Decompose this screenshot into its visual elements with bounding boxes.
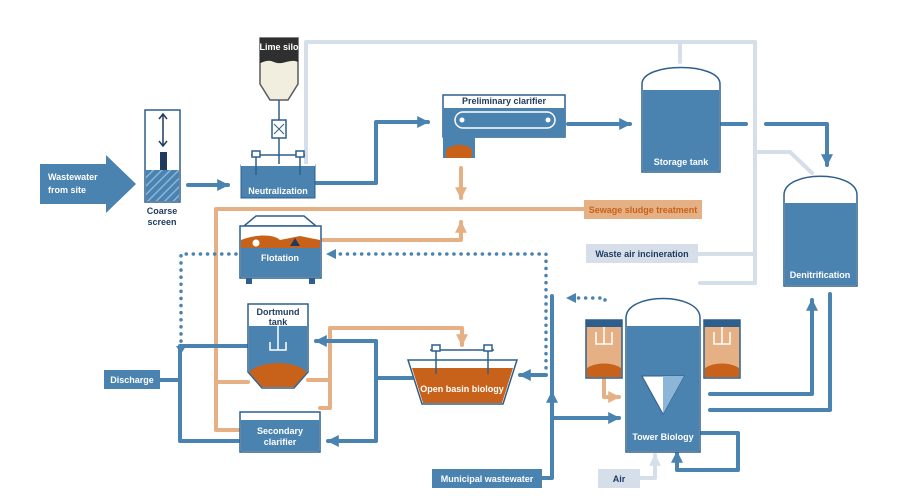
air-lines — [304, 40, 814, 480]
sludge-line-main — [214, 207, 592, 432]
water-line-discharge-up — [178, 344, 250, 382]
neutralization-label: Neutralization — [248, 186, 308, 196]
water-line-tower-to-denitrification-1 — [708, 298, 818, 396]
tower-side-unit-right — [703, 319, 741, 379]
sludge-line-tower-left — [602, 378, 621, 403]
denitrification-label: Denitrification — [790, 270, 851, 280]
denitrification-tank: Denitrification — [783, 175, 858, 287]
dosing-valve-icon — [273, 123, 285, 135]
coarse-screen-label-line1: Coarse — [147, 206, 178, 216]
dortmund-tank: Dortmund tank — [247, 303, 309, 389]
open-basin-biology-label: Open basin biology — [420, 384, 504, 394]
water-line-discharge — [158, 378, 240, 443]
neutralization-tank: Neutralization — [240, 150, 316, 199]
water-line-tower-recirc — [671, 431, 740, 472]
water-line-feed-tower — [550, 294, 621, 424]
dortmund-tank-label-line2: tank — [269, 317, 289, 327]
air-line-denitrification — [753, 150, 814, 175]
water-line-to-denitrification — [764, 122, 833, 167]
air-supply: Air — [598, 469, 640, 488]
coarse-screen: Coarse screen — [144, 109, 181, 227]
secondary-clarifier: Secondary clarifier — [239, 411, 321, 453]
waste-air-incineration-label: Waste air incineration — [595, 249, 688, 259]
sludge-line-to-treatment — [321, 220, 467, 242]
secondary-clarifier-label-line1: Secondary — [257, 426, 303, 436]
municipal-wastewater-label: Municipal wastewater — [441, 474, 534, 484]
sewage-sludge-treatment: Sewage sludge treatment — [584, 200, 702, 219]
preliminary-clarifier: Preliminary clarifier — [442, 94, 566, 158]
discharge: Discharge — [104, 370, 160, 389]
wastewater-label-line1: Wastewater — [48, 172, 98, 182]
flotation-unit: Flotation — [239, 215, 322, 284]
dotted-arrowhead-tower — [566, 293, 576, 303]
tower-biology-label: Tower Biology — [632, 432, 693, 442]
water-lines — [158, 116, 833, 480]
secondary-clarifier-label-line2: clarifier — [264, 437, 297, 447]
air-line-air-supply — [638, 453, 661, 480]
discharge-label: Discharge — [110, 375, 154, 385]
lime-silo: Lime silo — [259, 37, 299, 166]
coarse-screen-label-line2: screen — [147, 217, 176, 227]
sludge-line-secondary-out — [318, 380, 332, 410]
dotted-line-flotation-discharge — [179, 252, 238, 348]
skimmer-icon — [290, 238, 300, 246]
sludge-line-dortmund-out — [306, 326, 468, 382]
waste-air-incineration: Waste air incineration — [586, 244, 698, 263]
air-line-top — [304, 40, 757, 285]
wastewater-inlet-arrow: Wastewater from site — [40, 155, 136, 213]
municipal-wastewater: Municipal wastewater — [432, 469, 542, 488]
flotation-label: Flotation — [261, 253, 299, 263]
sludge-lines — [214, 166, 621, 432]
dotted-arrowhead-flotation — [326, 249, 336, 259]
updown-arrow-icon — [158, 112, 168, 148]
tower-biology: Tower Biology — [625, 297, 701, 453]
water-line-neutralization-to-clarifier — [314, 116, 430, 185]
tower-side-unit-left — [585, 319, 623, 379]
sewage-sludge-treatment-label: Sewage sludge treatment — [589, 205, 698, 215]
wastewater-label-line2: from site — [48, 185, 86, 195]
dotted-lines — [179, 252, 607, 377]
water-line-openbasin-to-dortmund — [314, 335, 414, 380]
dotted-line-tower-top — [574, 296, 607, 302]
lime-silo-label: Lime silo — [259, 42, 299, 52]
air-label: Air — [613, 474, 626, 484]
water-line-tower-to-denitrification-2 — [708, 292, 832, 412]
dortmund-tank-label-line1: Dortmund — [257, 307, 300, 317]
water-line-dortmund-to-secondary — [326, 376, 378, 447]
water-line-municipal — [540, 390, 558, 480]
storage-tank-label: Storage tank — [654, 157, 710, 167]
open-basin-biology: Open basin biology — [406, 344, 519, 405]
preliminary-clarifier-label: Preliminary clarifier — [462, 96, 547, 106]
dotted-line-tower-flotation — [333, 252, 548, 377]
storage-tank: Storage tank — [641, 66, 721, 173]
